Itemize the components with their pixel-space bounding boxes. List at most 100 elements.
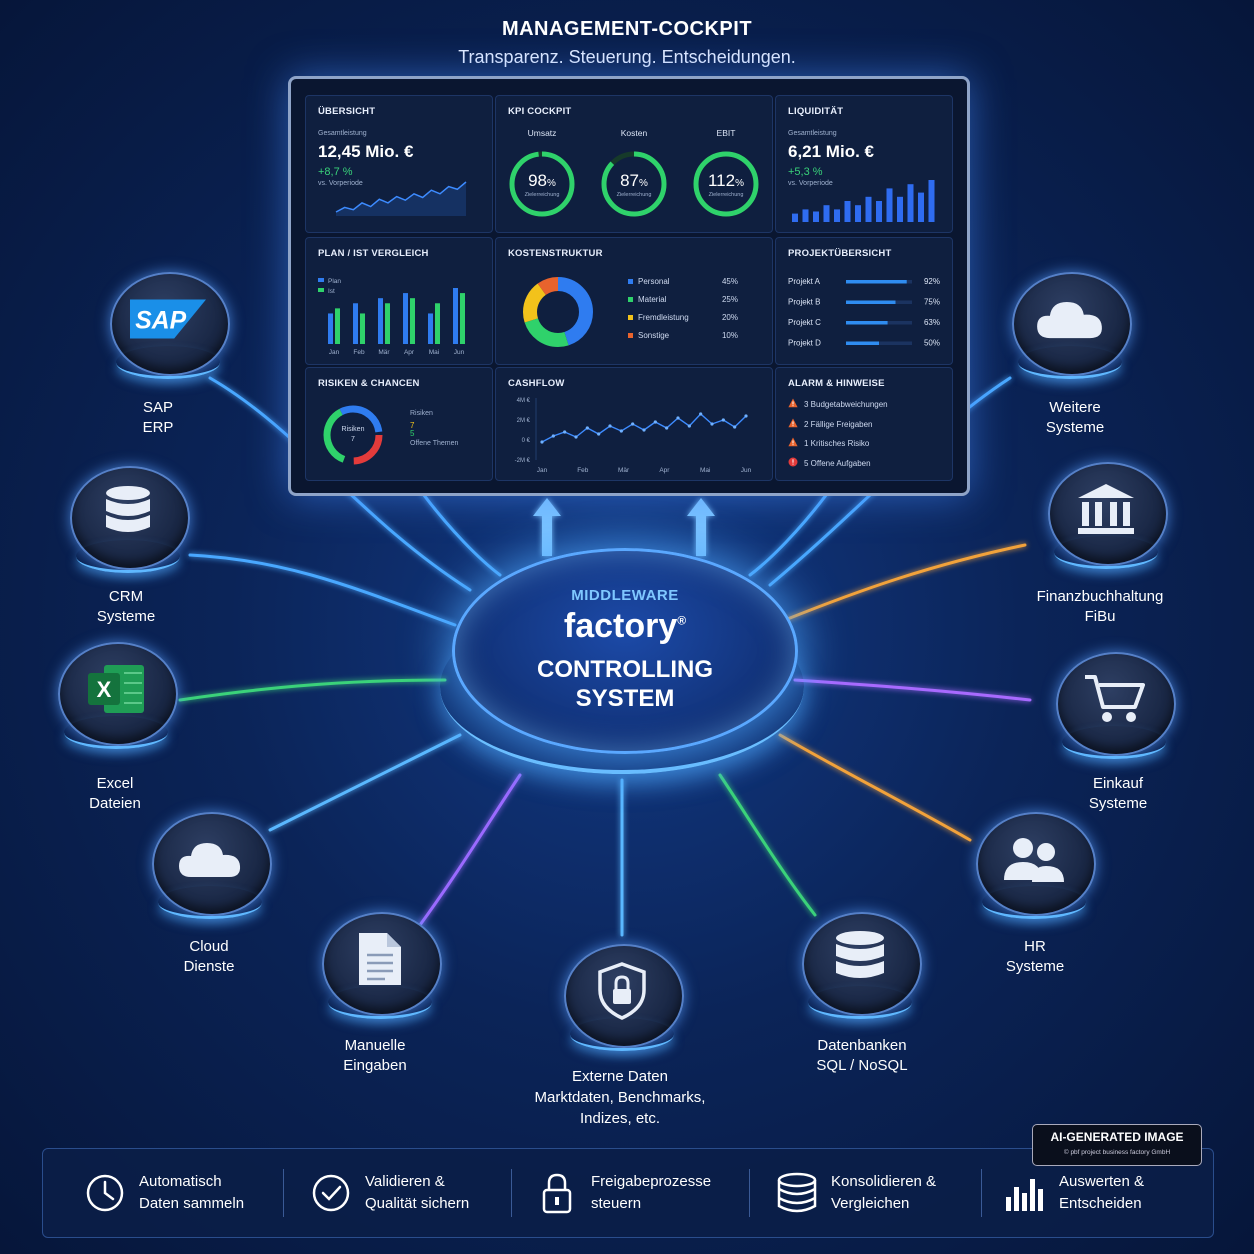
panel-liquiditaet[interactable]: LIQUIDITÄT Gesamtleistung 6,21 Mio. € +5… [775, 95, 953, 233]
metric-value: 6,21 Mio. € [788, 142, 874, 161]
metric-delta: +5,3 % [788, 166, 823, 178]
ist-bar [360, 313, 365, 344]
alarm-text: 2 Fällige Freigaben [804, 419, 873, 429]
plan-bar [403, 293, 408, 344]
project-progress [846, 280, 907, 284]
node-extern[interactable] [564, 944, 684, 1060]
wire-monitor-right [748, 488, 832, 577]
panel-title: KPI COCKPIT [508, 106, 572, 117]
cashflow-point [631, 422, 635, 426]
cashflow-point [563, 430, 567, 434]
node-label-line1: HR [1024, 938, 1046, 955]
process-line2: steuern [591, 1195, 642, 1212]
y-tick: 2M € [517, 418, 531, 424]
ist-bar [335, 308, 340, 344]
node-weitere[interactable] [1012, 272, 1132, 388]
hub-title: CONTROLLING SYSTEM [455, 655, 795, 713]
alarm-item[interactable]: 2 Fällige Freigaben [788, 418, 872, 429]
kpi-label: Umsatz [528, 128, 557, 138]
cashflow-point [642, 428, 646, 432]
project-value: 50% [924, 339, 940, 348]
donut-slice [523, 277, 593, 347]
check-circle-icon [309, 1171, 353, 1215]
y-tick: 0 € [522, 438, 531, 444]
alarm-item[interactable]: 3 Budgetabweichungen [788, 398, 888, 409]
excel-icon: X [78, 656, 154, 722]
node-sap[interactable]: SAP [110, 272, 230, 388]
header-title: MANAGEMENT-COCKPIT [501, 18, 753, 40]
risk-ring [323, 405, 383, 465]
process-line1: Automatisch [139, 1173, 222, 1190]
alarm-item[interactable]: 1 Kritisches Risiko [788, 437, 869, 448]
legend-plan-label: Plan [328, 278, 341, 285]
node-hr[interactable] [976, 812, 1096, 928]
dashboard-screen: ÜBERSICHT Gesamtleistung 12,45 Mio. € +8… [301, 91, 953, 481]
risk-ring-label: Risiken [341, 426, 365, 433]
liquidity-bar [865, 196, 872, 222]
node-fibu[interactable] [1048, 462, 1168, 578]
panel-risiken[interactable]: RISIKEN & CHANCEN Risiken 7 Risiken 7 5 … [305, 367, 493, 481]
cashflow-point [585, 426, 589, 430]
alarm-text: 3 Budgetabweichungen [804, 400, 888, 409]
process-line2: Vergleichen [831, 1195, 910, 1212]
kpi-ring-value [693, 151, 759, 217]
hub-title-line1: CONTROLLING [537, 656, 713, 683]
kpi-caption: Zielerreichung [525, 192, 560, 198]
process-validieren[interactable]: Validieren &Qualität sichern [309, 1149, 469, 1237]
sap-logo-icon: SAP [130, 286, 206, 352]
node-datenbanken[interactable] [802, 912, 922, 1028]
node-einkauf[interactable] [1056, 652, 1176, 768]
kpi-value: 87% [620, 171, 648, 190]
node-excel[interactable]: X [58, 642, 178, 758]
warning-icon [788, 437, 798, 447]
panel-uebersicht[interactable]: ÜBERSICHT Gesamtleistung 12,45 Mio. € +8… [305, 95, 493, 233]
database-icon [90, 480, 166, 546]
legend-value: 25% [722, 295, 738, 304]
x-tick: Jan [537, 467, 548, 474]
kpi-caption: Zielerreichung [709, 192, 744, 198]
node-cloud[interactable] [152, 812, 272, 928]
middleware-hub[interactable]: MIDDLEWARE factory® CONTROLLING SYSTEM [452, 548, 798, 754]
plan-bar [353, 303, 358, 344]
node-label-line2: Systeme [1005, 958, 1065, 975]
process-auswerten[interactable]: Auswerten &Entscheiden [1003, 1149, 1144, 1237]
kpi-label: Kosten [621, 128, 648, 138]
divider [981, 1169, 982, 1217]
header: MANAGEMENT-COCKPIT Transparenz. Steuerun… [0, 18, 1254, 68]
node-label-line1: Finanzbuchhaltung [1036, 588, 1164, 605]
hub-brand-name: factory [563, 607, 678, 645]
liquidity-bar [834, 209, 840, 222]
node-label-line2: Systeme [96, 608, 156, 625]
cashflow-point [608, 424, 612, 428]
process-konsolidieren[interactable]: Konsolidieren &Vergleichen [775, 1149, 936, 1237]
liquidity-bar [823, 205, 830, 222]
panel-title: PLAN / IST VERGLEICH [318, 248, 429, 259]
node-crm[interactable] [70, 466, 190, 582]
node-hr-label: HR Systeme [935, 937, 1135, 977]
node-manuell[interactable] [322, 912, 442, 1028]
liquidity-bar [855, 205, 861, 222]
legend-label: Personal [638, 277, 670, 286]
plan-bar [328, 313, 333, 344]
project-value: 75% [924, 298, 940, 307]
alarm-item[interactable]: 5 Offene Aufgaben [788, 457, 871, 468]
month-tick: Mai [429, 349, 439, 356]
project-progress [846, 321, 888, 325]
cashflow-point [551, 434, 555, 438]
risk-count: 7 [410, 421, 415, 430]
warning-icon [788, 418, 798, 428]
